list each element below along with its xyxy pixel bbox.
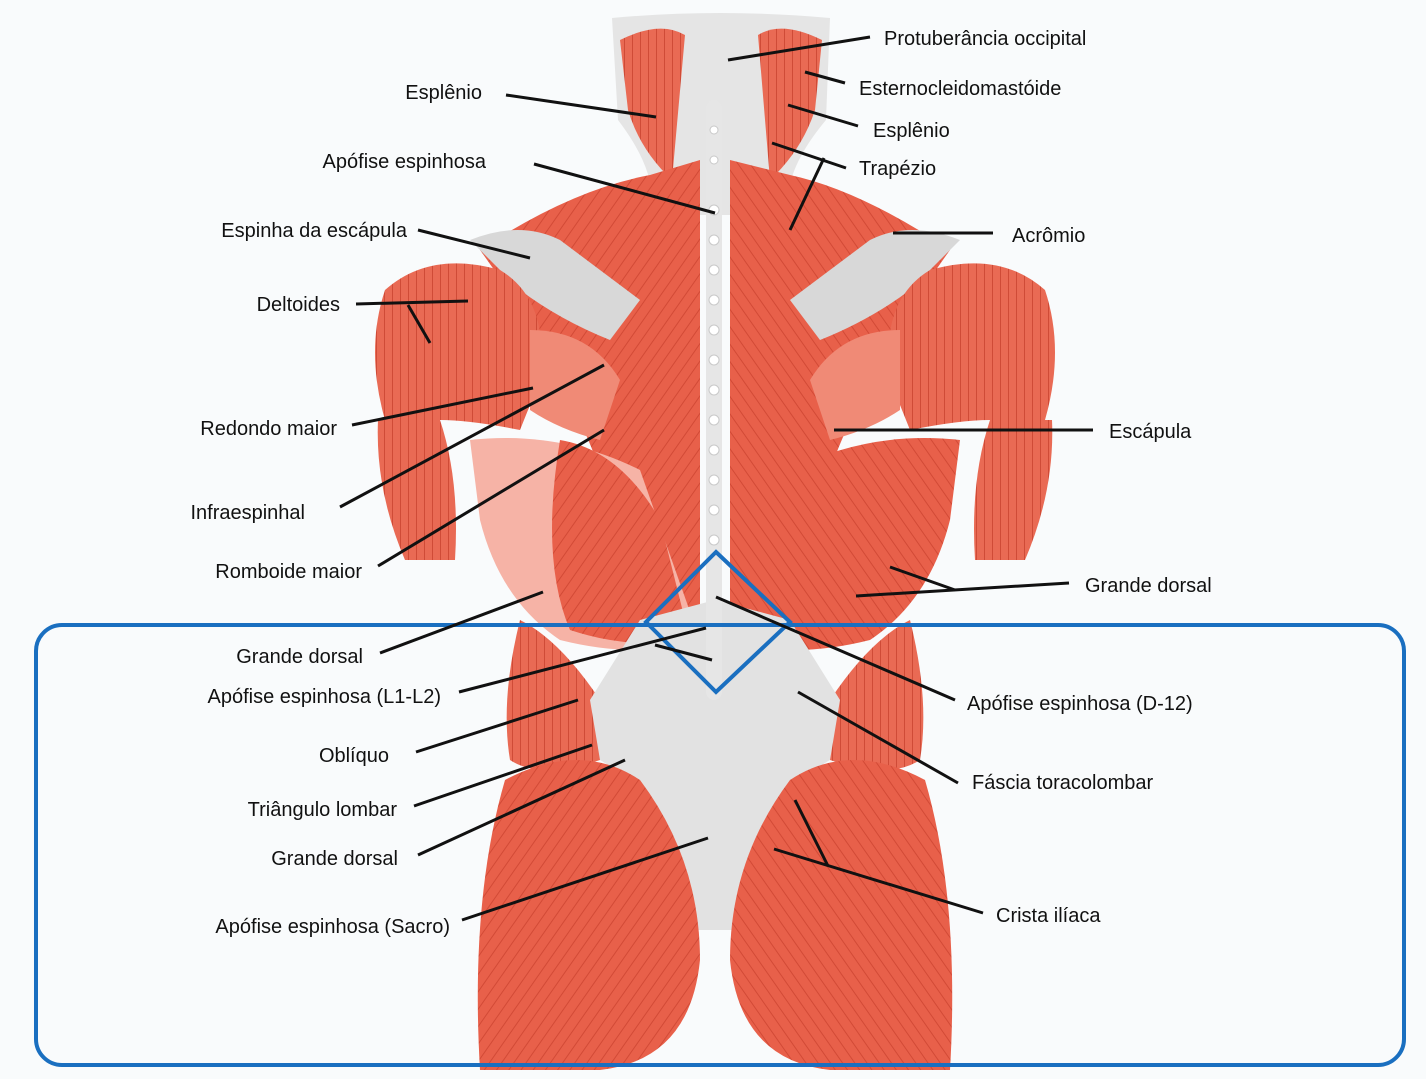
deltoid-right <box>888 263 1055 430</box>
label-protuberancia-occipital: Protuberância occipital <box>884 27 1086 51</box>
label-grande-dorsal-left-upper: Grande dorsal <box>236 645 363 669</box>
spine <box>706 100 722 700</box>
label-apofise-l1l2: Apófise espinhosa (L1-L2) <box>208 685 441 709</box>
label-trapezio: Trapézio <box>859 157 936 181</box>
label-acromio: Acrômio <box>1012 224 1085 248</box>
label-fascia-toracolombar: Fáscia toracolombar <box>972 771 1153 795</box>
arm-right <box>974 420 1052 560</box>
label-redondo-maior: Redondo maior <box>200 417 337 441</box>
label-grande-dorsal-left-lower: Grande dorsal <box>271 847 398 871</box>
label-apofise-d12: Apófise espinhosa (D-12) <box>967 692 1193 716</box>
label-esplenio-left: Esplênio <box>405 81 482 105</box>
label-crista-iliaca: Crista ilíaca <box>996 904 1100 928</box>
label-esternocleidomastoide: Esternocleidomastóide <box>859 77 1061 101</box>
label-apofise-espinhosa: Apófise espinhosa <box>323 150 486 174</box>
label-deltoides: Deltoides <box>257 293 340 317</box>
label-espinha-escapula: Espinha da escápula <box>221 219 407 243</box>
label-escapula: Escápula <box>1109 420 1191 444</box>
label-triangulo-lombar: Triângulo lombar <box>248 798 397 822</box>
arm-left <box>378 420 456 560</box>
label-apofise-sacro: Apófise espinhosa (Sacro) <box>215 915 450 939</box>
label-infraespinhal: Infraespinhal <box>190 501 305 525</box>
label-esplenio-right: Esplênio <box>873 119 950 143</box>
label-obliquo: Oblíquo <box>319 744 389 768</box>
label-romboide-maior: Romboide maior <box>215 560 362 584</box>
deltoid-left <box>375 263 542 430</box>
label-grande-dorsal-right: Grande dorsal <box>1085 574 1212 598</box>
